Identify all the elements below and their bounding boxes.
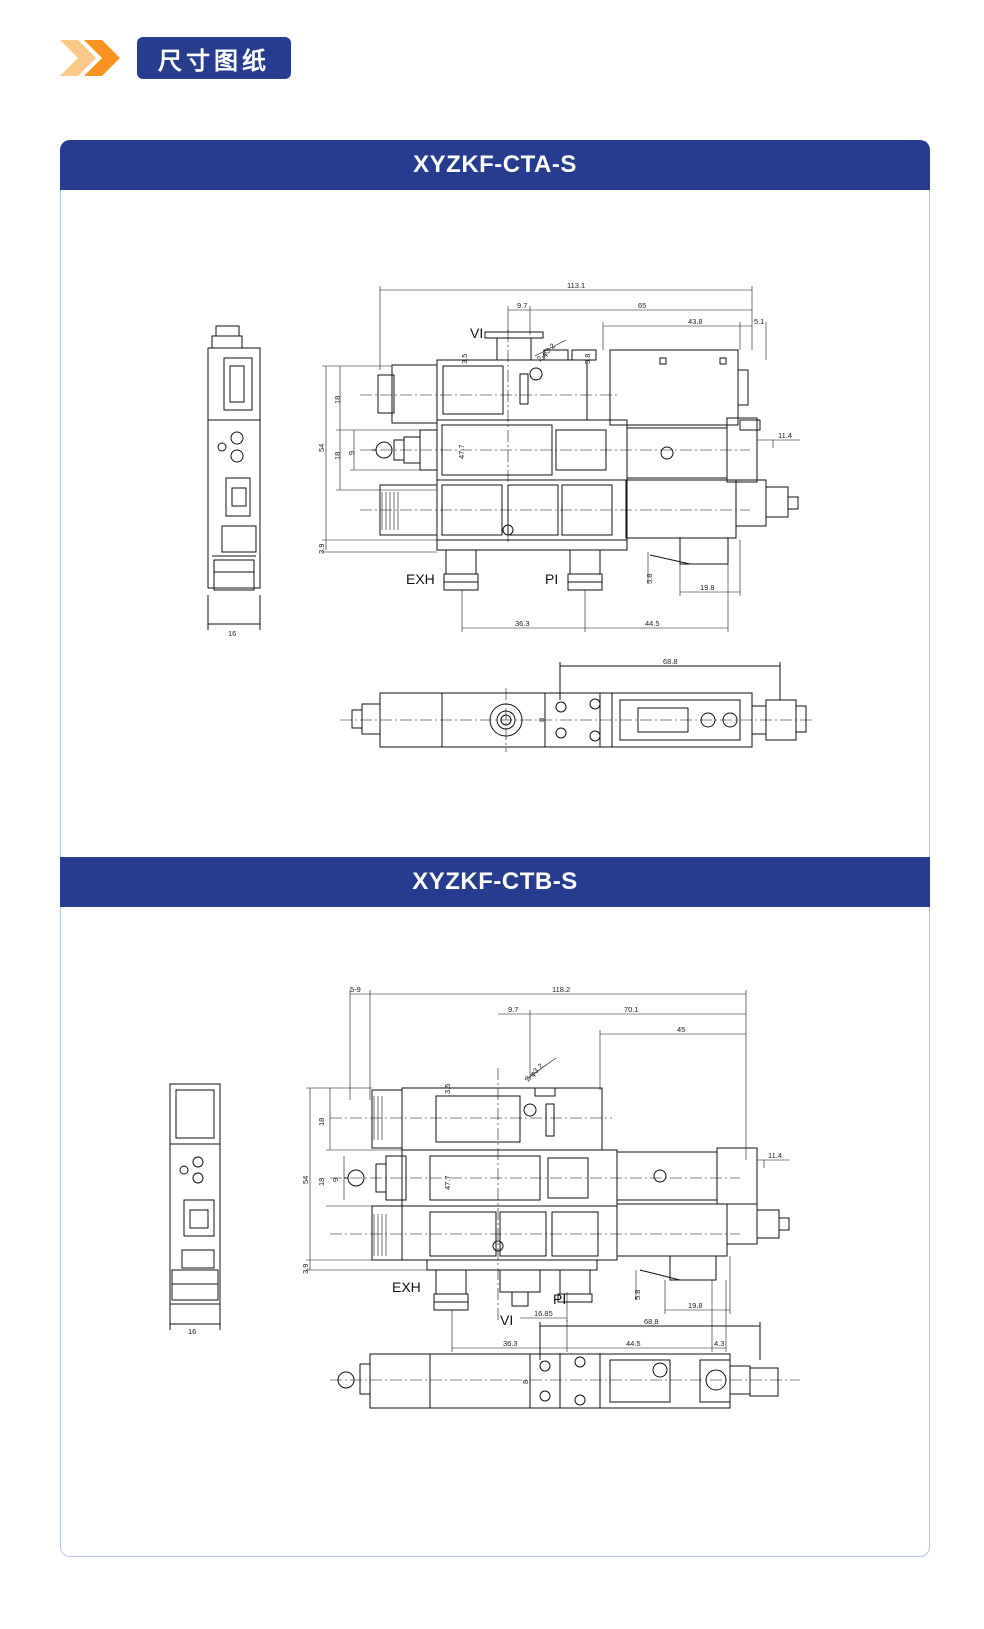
double-chevron-icon [60,40,120,76]
svg-text:4.3: 4.3 [714,1339,724,1348]
svg-text:113.1: 113.1 [567,281,585,290]
section-title: 尺寸图纸 [137,37,291,79]
svg-text:19.8: 19.8 [700,583,715,592]
svg-text:9.7: 9.7 [517,301,527,310]
svg-text:5.1: 5.1 [754,317,764,326]
svg-text:3.5: 3.5 [460,354,469,364]
svg-text:68.8: 68.8 [663,657,678,666]
svg-text:8: 8 [537,718,546,722]
svg-text:16: 16 [188,1327,196,1336]
svg-text:3.9: 3.9 [301,1264,310,1274]
svg-text:118.2: 118.2 [552,985,570,994]
port-exh-ctb: EXH [392,1279,421,1295]
svg-text:19.8: 19.8 [688,1301,703,1310]
svg-text:54: 54 [317,444,326,452]
svg-text:5.8: 5.8 [645,574,654,584]
side-view-cta [207,325,261,630]
svg-text:2-φ3.2: 2-φ3.2 [523,1062,545,1084]
port-vi-ctb: VI [500,1312,513,1328]
svg-text:5-9: 5-9 [350,985,361,994]
svg-text:16.85: 16.85 [534,1309,553,1318]
port-vi-cta: VI [470,325,483,341]
top-view-cta [351,662,807,748]
svg-text:65: 65 [638,301,646,310]
svg-text:5.8: 5.8 [583,354,592,364]
svg-text:44.5: 44.5 [626,1339,641,1348]
svg-text:36.3: 36.3 [503,1339,518,1348]
front-view-cta [372,331,799,591]
top-view-ctb [337,1322,779,1409]
svg-text:45: 45 [677,1025,685,1034]
svg-text:68.8: 68.8 [644,1317,659,1326]
svg-text:18: 18 [333,396,342,404]
svg-text:9: 9 [331,1178,340,1182]
port-pi-ctb: PI [553,1291,566,1307]
svg-text:54: 54 [301,1176,310,1184]
svg-text:3.9: 3.9 [317,544,326,554]
svg-text:9: 9 [347,451,356,455]
svg-text:11.4: 11.4 [768,1151,782,1160]
side-view-ctb [169,1083,221,1330]
svg-text:18: 18 [317,1178,326,1186]
svg-text:9.7: 9.7 [508,1005,518,1014]
drawing-ctb: EXH PI VI 5-9 118.2 9.7 70.1 45 3.5 2-φ3… [169,985,800,1409]
svg-text:18: 18 [317,1118,326,1126]
svg-text:70.1: 70.1 [624,1005,639,1014]
svg-text:44.5: 44.5 [645,619,660,628]
svg-text:43.8: 43.8 [688,317,703,326]
front-view-ctb [344,1087,790,1311]
svg-text:16: 16 [228,629,236,638]
svg-text:47.7: 47.7 [443,1175,452,1190]
model-title-ctb: XYZKF-CTB-S [60,857,930,907]
svg-text:11.4: 11.4 [778,431,792,440]
port-pi-cta: PI [545,571,558,587]
svg-text:8: 8 [521,1380,530,1384]
svg-text:36.3: 36.3 [515,619,530,628]
svg-text:18: 18 [333,452,342,460]
port-exh-cta: EXH [406,571,435,587]
model-title-cta: XYZKF-CTA-S [60,140,930,190]
svg-text:47.7: 47.7 [457,444,466,459]
svg-text:5.8: 5.8 [633,1290,642,1300]
drawing-cta: VI EXH PI 113.1 9.7 65 43.8 5.1 3.5 5.8 … [207,281,812,752]
svg-text:3.5: 3.5 [443,1084,452,1094]
